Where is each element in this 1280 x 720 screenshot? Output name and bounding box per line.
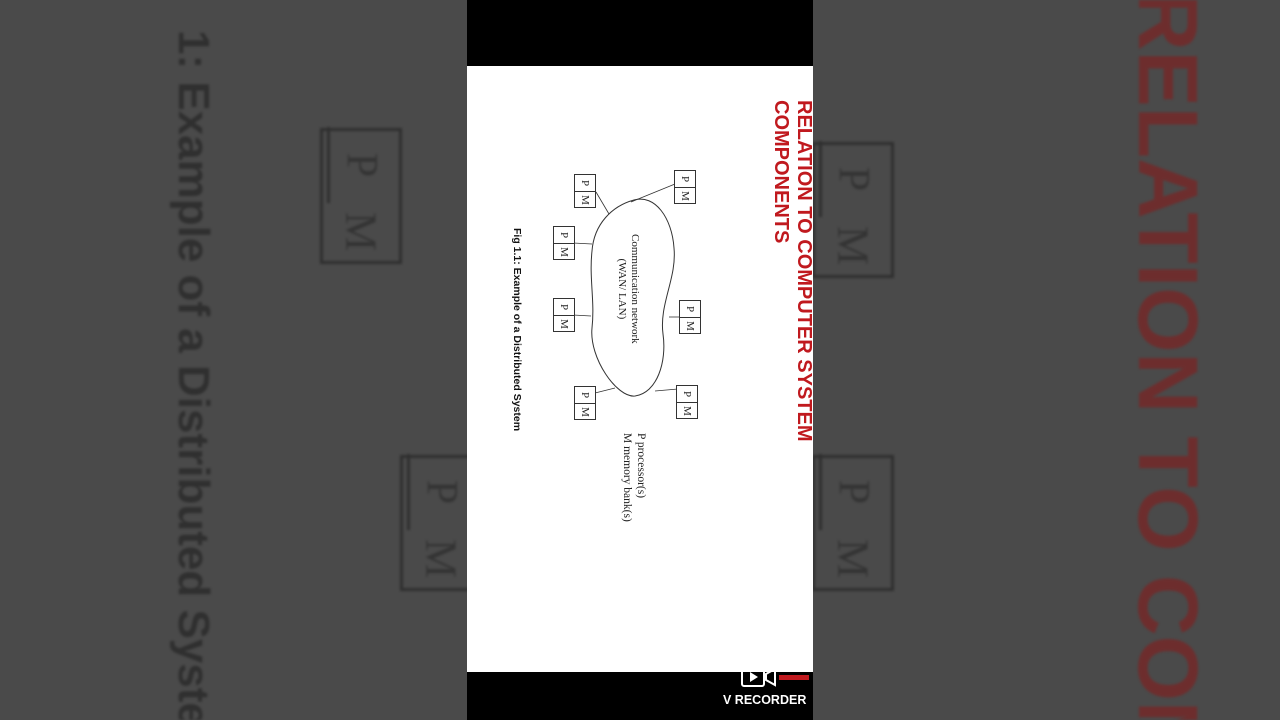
video-recorder-icon xyxy=(741,667,776,687)
figure-caption: Fig 1.1: Example of a Distributed System xyxy=(511,228,523,432)
recorder-label: V RECORDER xyxy=(723,693,807,707)
pm-node: P M xyxy=(553,226,575,260)
background-pm-node: P M xyxy=(812,141,894,278)
video-frame: RELATION TO COMPUTER SYSTEM COMPONENTS P… xyxy=(467,0,815,720)
link-7 xyxy=(594,387,616,394)
recorder-watermark: V RECORDER xyxy=(719,666,809,707)
legend: P processor(s) M memory bank(s) xyxy=(619,433,647,522)
legend-memory: M memory bank(s) xyxy=(621,433,634,522)
pm-node: P M xyxy=(574,174,596,208)
pm-node: P M xyxy=(674,170,696,204)
pm-node: P M xyxy=(574,386,596,420)
background-pm-node: P M xyxy=(812,454,894,591)
recorder-accent-bar xyxy=(779,675,809,680)
pm-node: P M xyxy=(676,385,698,419)
link-2 xyxy=(595,191,610,215)
network-cloud xyxy=(590,198,675,397)
background-caption: 1: Example of a Distributed System xyxy=(169,30,218,720)
pm-node: P M xyxy=(679,300,701,334)
network-label: Communication network (WAN/ LAN) xyxy=(615,234,641,344)
pm-node: P M xyxy=(553,298,575,332)
background-title: RELATION TO COMPUTER SYS xyxy=(1121,0,1215,720)
link-5 xyxy=(572,314,592,317)
background-pm-node: P M xyxy=(320,127,402,264)
link-6 xyxy=(654,388,679,392)
slide: RELATION TO COMPUTER SYSTEM COMPONENTS P… xyxy=(467,66,815,672)
link-3 xyxy=(572,242,593,245)
network-diagram xyxy=(572,183,679,397)
link-1 xyxy=(630,183,676,203)
legend-processor: P processor(s) xyxy=(635,433,647,499)
